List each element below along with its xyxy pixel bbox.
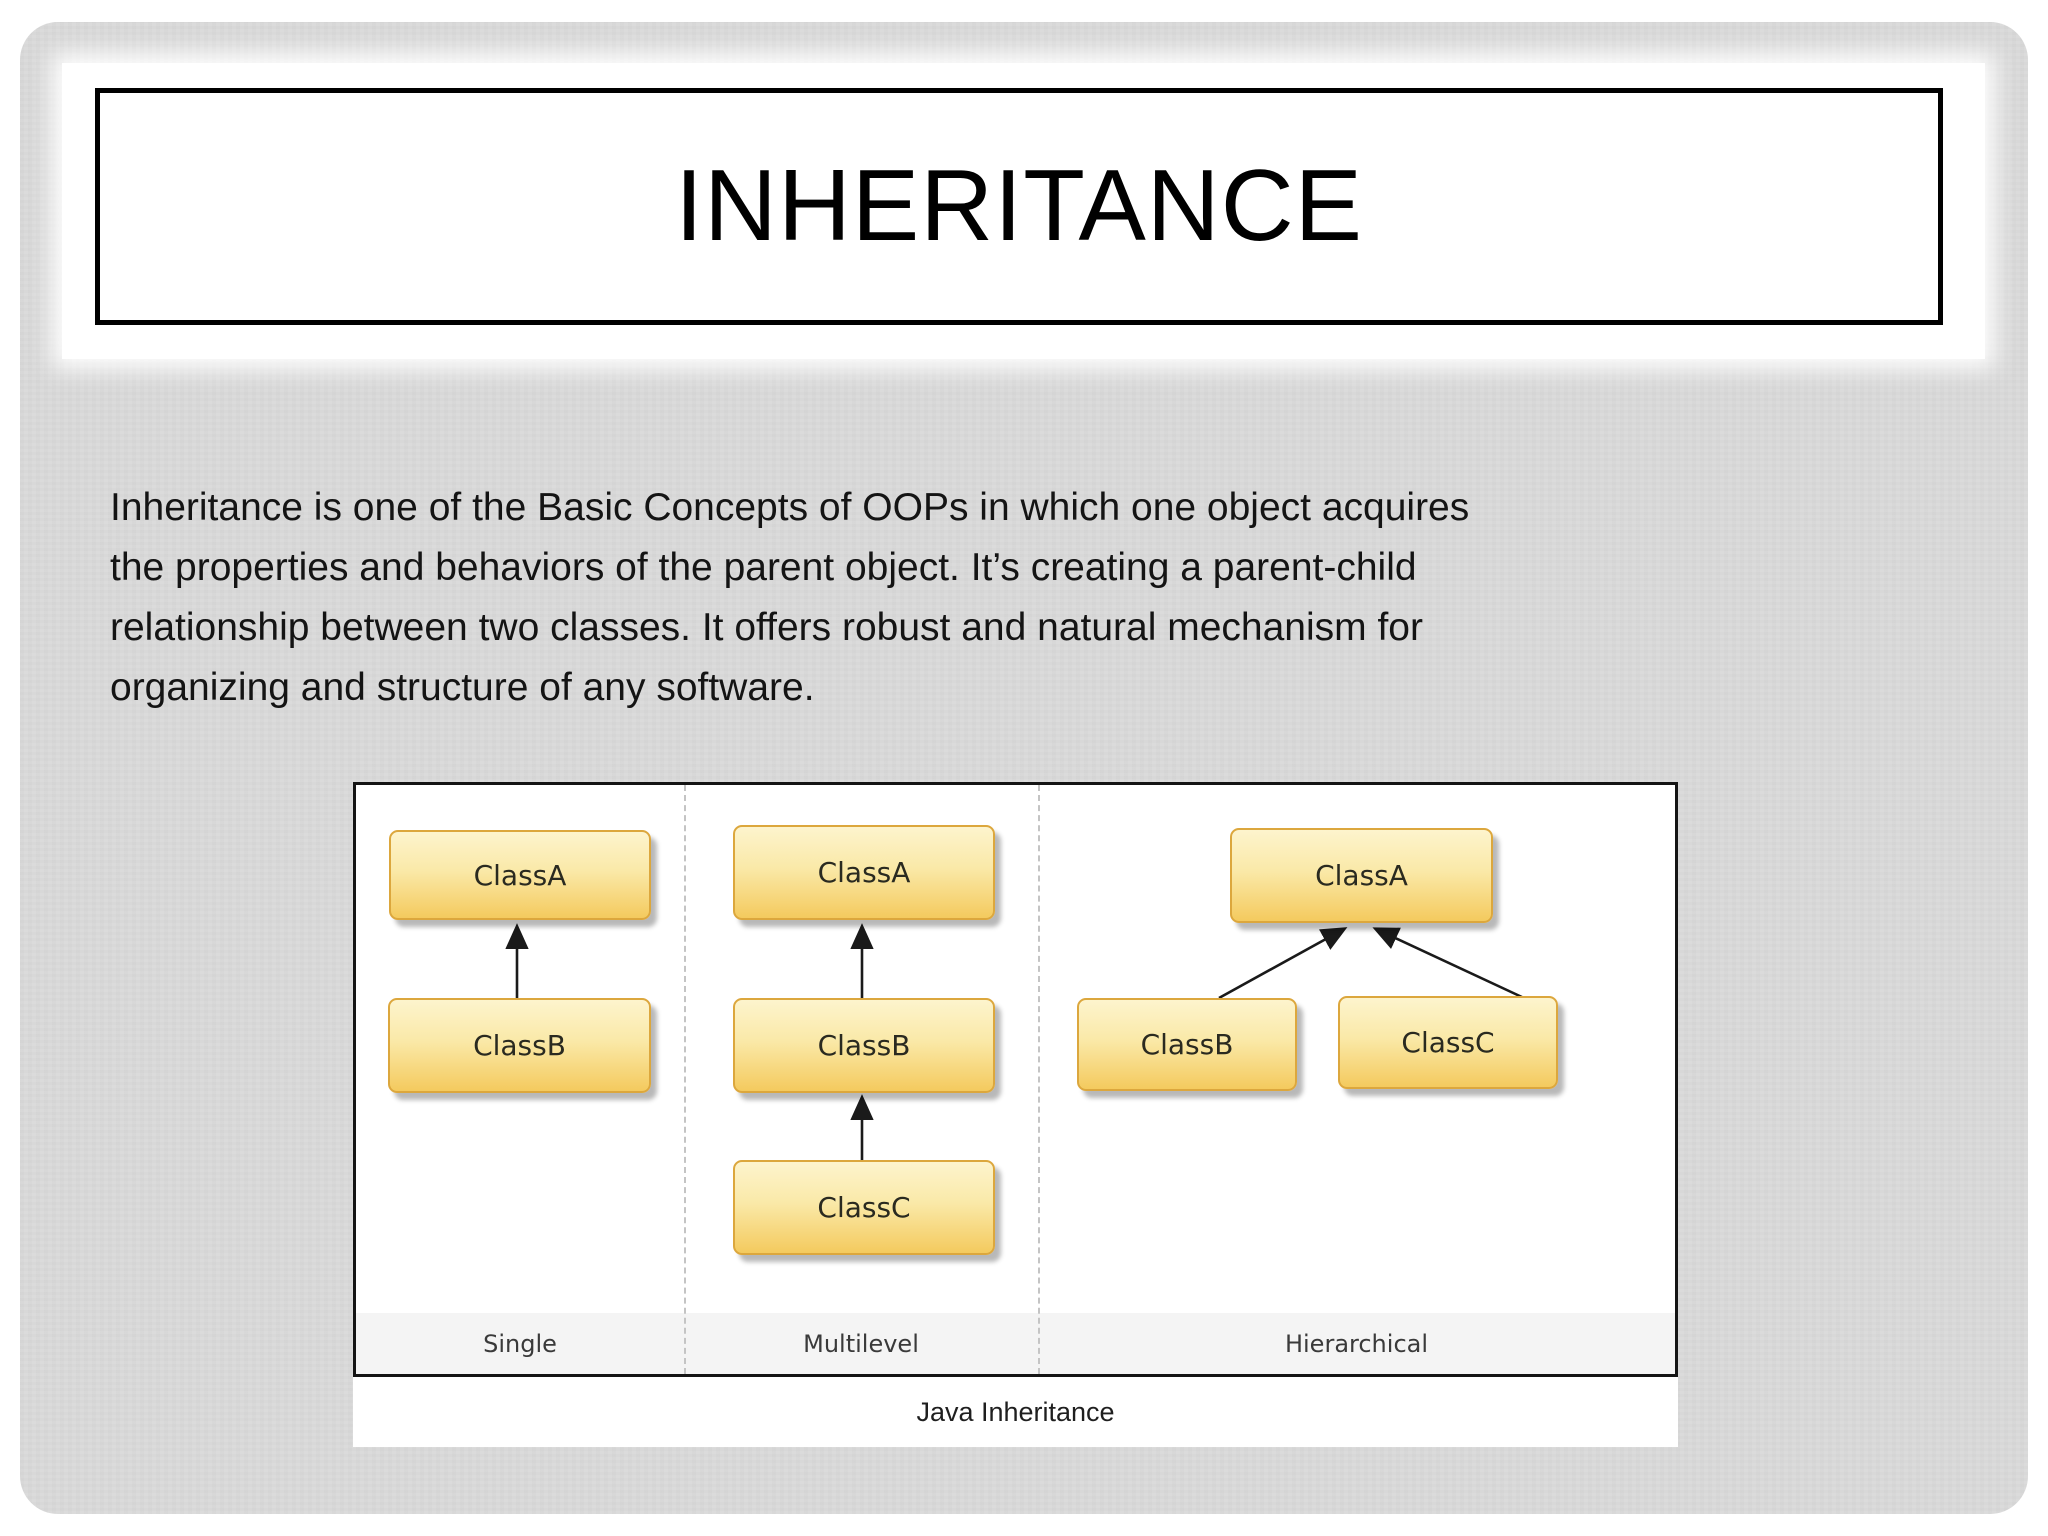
diagram-caption-strip: Java Inheritance <box>353 1377 1678 1447</box>
diagram-footer-strip <box>356 1313 1675 1374</box>
page-title: INHERITANCE <box>674 150 1364 262</box>
diagram-arrows <box>505 923 1525 1160</box>
class-box-hierarchical-classa: ClassA <box>1230 828 1493 923</box>
section-label-hierarchical: Hierarchical <box>1284 1329 1429 1358</box>
body-paragraph: Inheritance is one of the Basic Concepts… <box>110 478 1960 718</box>
class-box-multilevel-classc: ClassC <box>733 1160 995 1255</box>
class-box-hierarchical-classb: ClassB <box>1077 998 1297 1091</box>
title-box: INHERITANCE <box>95 88 1943 325</box>
diagram-caption: Java Inheritance <box>916 1396 1115 1427</box>
class-box-single-classb: ClassB <box>388 998 651 1093</box>
section-label-multilevel: Multilevel <box>803 1329 919 1358</box>
paragraph-line: relationship between two classes. It off… <box>110 606 1423 649</box>
class-box-multilevel-classb: ClassB <box>733 998 995 1093</box>
arrow-hierarchical-classb-to-classa <box>1218 927 1348 1000</box>
class-box-single-classa: ClassA <box>389 830 651 920</box>
section-divider <box>1038 785 1040 1374</box>
class-box-hierarchical-classc: ClassC <box>1338 996 1558 1089</box>
inheritance-diagram-panel: ClassA ClassB ClassA ClassB ClassC Class… <box>353 782 1678 1377</box>
section-label-single: Single <box>483 1329 557 1358</box>
section-divider <box>684 785 686 1374</box>
class-box-multilevel-classa: ClassA <box>733 825 995 920</box>
paragraph-line: organizing and structure of any software… <box>110 666 815 709</box>
paragraph-line: the properties and behaviors of the pare… <box>110 546 1417 589</box>
paragraph-line: Inheritance is one of the Basic Concepts… <box>110 486 1470 529</box>
diagram-canvas: ClassA ClassB ClassA ClassB ClassC Class… <box>356 785 1675 1374</box>
arrow-hierarchical-classc-to-classa <box>1372 927 1525 1000</box>
